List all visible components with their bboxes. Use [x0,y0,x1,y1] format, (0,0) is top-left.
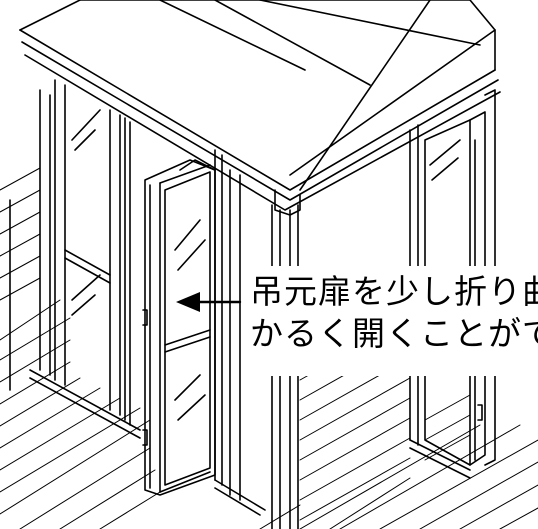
callout-background [245,266,538,376]
roof [19,0,501,216]
left-wall [9,79,141,439]
callout-line-2: かるく開くことがで [250,314,538,353]
arrow-head [176,292,200,312]
deck-planks-right [259,424,538,529]
deck-planks [0,167,161,529]
siding-lines [299,317,471,529]
folding-door [142,159,216,496]
callout-line-1: 吊元扉を少し折り曲 [250,272,538,311]
